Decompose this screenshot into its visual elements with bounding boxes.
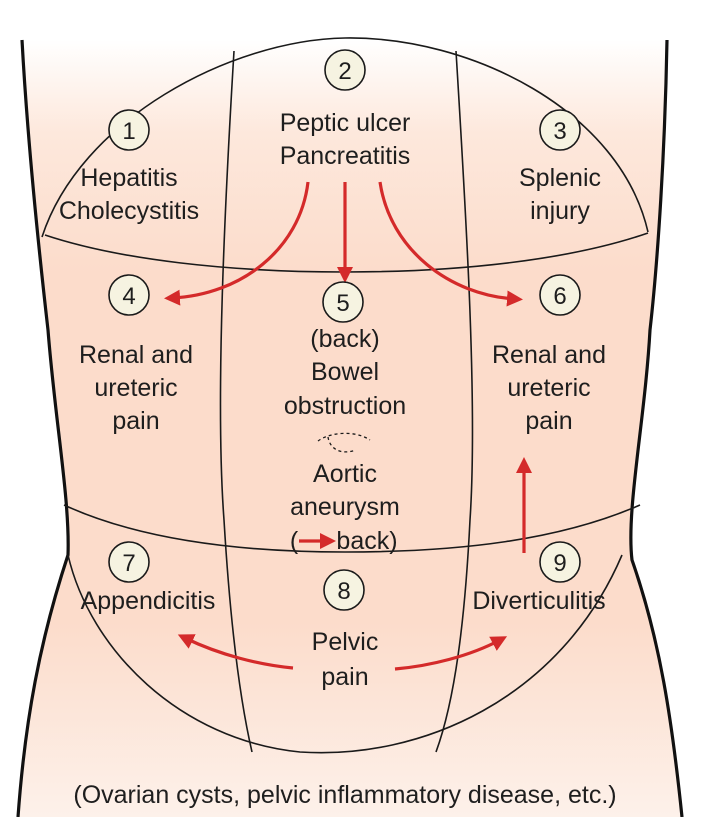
region-number-badge — [108, 541, 150, 583]
region-number: 3 — [553, 118, 566, 145]
region-label-line: pain — [112, 407, 159, 435]
region-number: 2 — [338, 58, 351, 85]
upper-arc — [41, 37, 649, 238]
region-2: 2 Peptic ulcer Pancreatitis — [280, 49, 411, 170]
region-label-line: Hepatitis — [80, 164, 177, 192]
lower-arc — [67, 554, 623, 754]
region-8: 8 Pelvic pain — [312, 569, 379, 691]
region-label-line: back) — [336, 527, 397, 555]
region-label-line: Cholecystitis — [59, 197, 199, 225]
region-label-line: Pelvic — [312, 628, 379, 656]
region-label-line: Bowel — [311, 358, 379, 386]
region-number: 9 — [553, 550, 566, 577]
region-label-line: pain — [525, 407, 572, 435]
region-9: 9 Diverticulitis — [472, 541, 606, 615]
region-number-badge — [323, 569, 365, 611]
region-number: 1 — [122, 118, 135, 145]
arrow-2-to-6 — [378, 181, 523, 307]
lower-horizontal-line — [63, 504, 641, 553]
region-label-line: Splenic — [519, 164, 601, 192]
region-label-prefix: ( — [290, 527, 299, 555]
region-number-badge — [539, 274, 581, 316]
region-label-line: Aortic — [313, 460, 377, 488]
region-number: 8 — [337, 578, 350, 605]
region-7: 7 Appendicitis — [81, 541, 216, 615]
region-1: 1 Hepatitis Cholecystitis — [59, 109, 199, 225]
region-number: 4 — [122, 283, 135, 310]
region-label-line: Pancreatitis — [280, 142, 411, 170]
region-label-line: Peptic ulcer — [280, 109, 411, 137]
region-6: 6 Renal and ureteric pain — [492, 274, 606, 435]
right-vertical-line — [435, 50, 474, 753]
aorta-dashed-icon — [317, 432, 371, 453]
region-number-badge — [108, 109, 150, 151]
region-label-line: Diverticulitis — [472, 587, 605, 615]
arrow-2-to-4 — [164, 181, 310, 306]
region-number: 7 — [122, 550, 135, 577]
torso-outline-left — [16, 39, 70, 817]
region-number-badge — [539, 541, 581, 583]
region-number: 5 — [336, 290, 349, 317]
region-3: 3 Splenic injury — [519, 109, 601, 225]
region-label-line: (back) — [310, 325, 379, 353]
region-label-line: pain — [321, 663, 368, 691]
region-label-line: Renal and — [492, 341, 606, 369]
region-number: 6 — [553, 283, 566, 310]
region-label-line: injury — [530, 197, 590, 225]
region-label-line: ureteric — [507, 374, 590, 402]
left-vertical-line — [219, 50, 253, 753]
region-label-line: Appendicitis — [81, 587, 216, 615]
footer-note: (Ovarian cysts, pelvic inflammatory dise… — [73, 781, 616, 809]
region-number-badge — [108, 274, 150, 316]
torso-outline-right — [629, 39, 684, 817]
region-number-badge — [539, 109, 581, 151]
arrow-8-to-9 — [394, 636, 508, 671]
region-5: 5 (back) Bowel obstruction Aortic aneury… — [284, 281, 406, 555]
region-label-line: obstruction — [284, 392, 406, 420]
region-4: 4 Renal and ureteric pain — [79, 274, 193, 435]
region-number-badge — [322, 281, 364, 323]
torso-fill — [18, 40, 682, 817]
region-label-line: ureteric — [94, 374, 177, 402]
region-number-badge — [324, 49, 366, 91]
arrow-8-to-7 — [177, 634, 294, 670]
region-label-line: aneurysm — [290, 493, 400, 521]
region-label-line: Renal and — [79, 341, 193, 369]
